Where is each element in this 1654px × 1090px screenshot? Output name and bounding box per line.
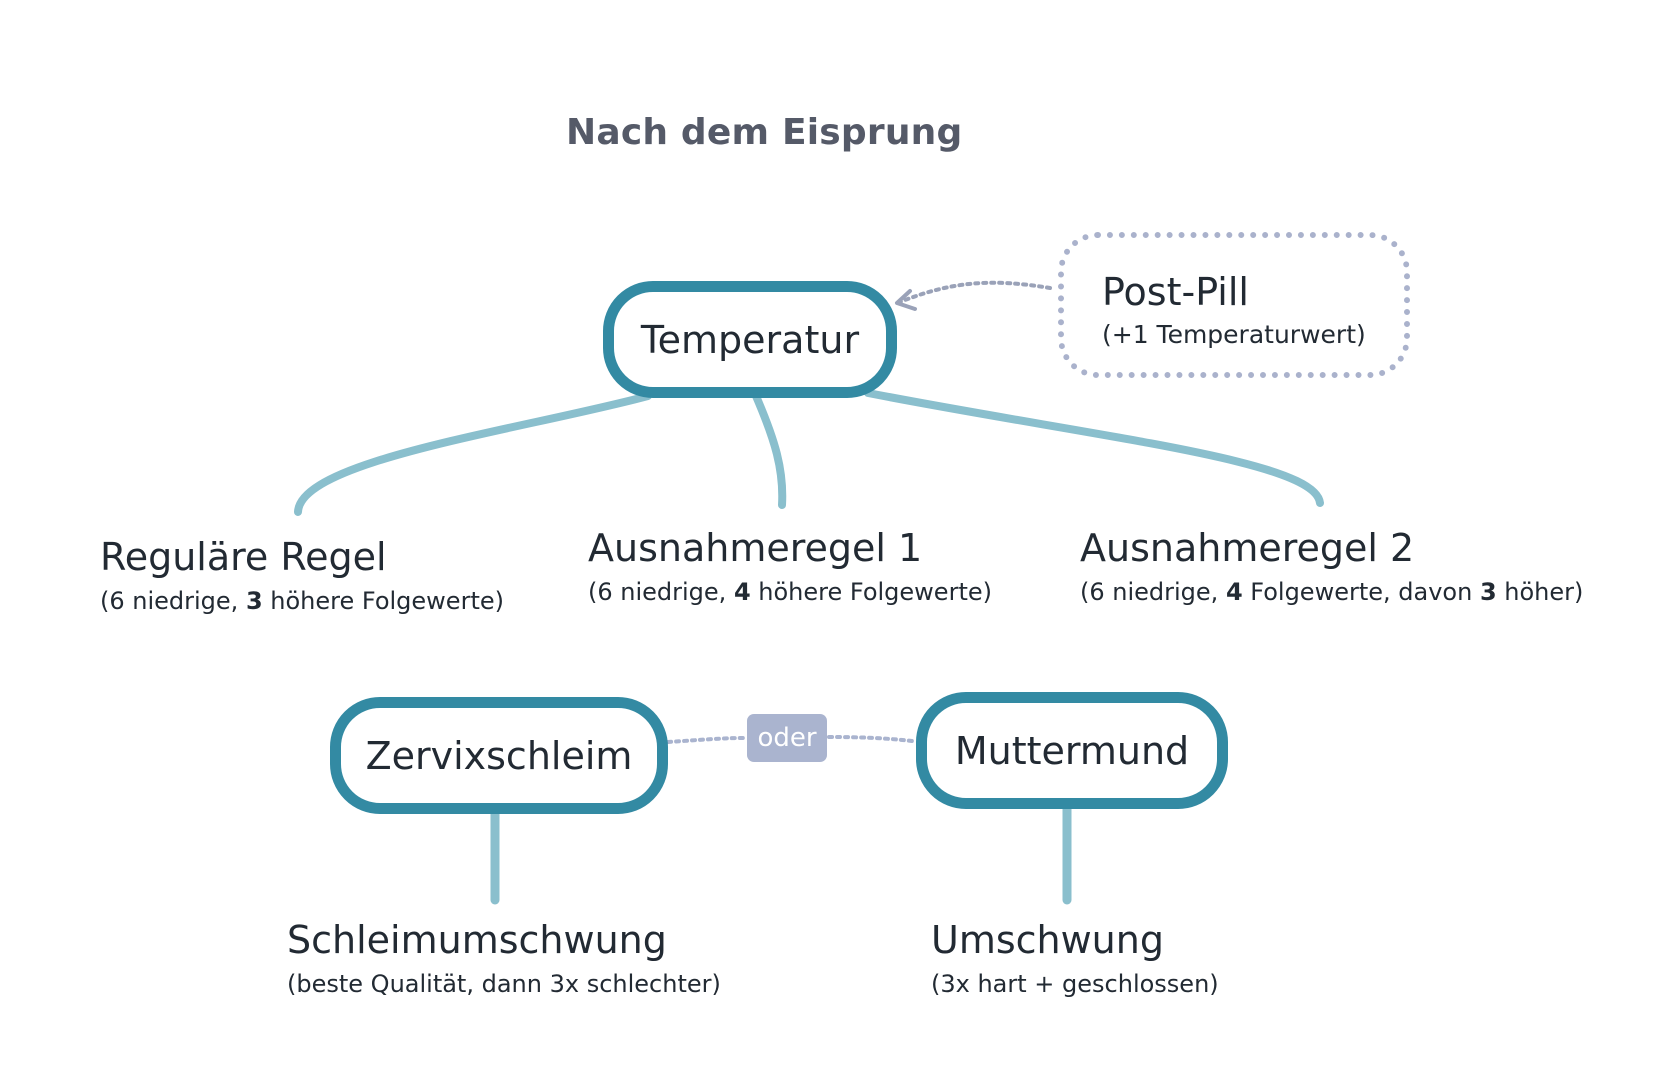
node-muttermund: Muttermund — [916, 692, 1228, 809]
dotted-arrow-postpill-temperatur — [898, 280, 1052, 304]
rule-title: Ausnahmeregel 2 — [1080, 526, 1415, 570]
post-pill-subtitle: (+1 Temperaturwert) — [1102, 320, 1366, 349]
oder-badge: oder — [747, 714, 827, 762]
rule-description: (3x hart + geschlossen) — [931, 970, 1219, 998]
post-pill-title: Post-Pill — [1102, 270, 1249, 314]
connector-temperatur-regulaer — [294, 392, 652, 516]
rule-ausnahmeregel-1: Ausnahmeregel 1 (6 niedrige, 4 höhere Fo… — [588, 526, 992, 606]
rule-description: (6 niedrige, 4 Folgewerte, davon 3 höher… — [1080, 578, 1584, 606]
diagram-title: Nach dem Eisprung — [566, 112, 963, 153]
rule-title: Reguläre Regel — [100, 535, 387, 579]
rule-title: Umschwung — [931, 918, 1164, 962]
rule-description: (beste Qualität, dann 3x schlechter) — [287, 970, 721, 998]
connector-temperatur-ausnahme1 — [752, 392, 787, 509]
connector-temperatur-ausnahme2 — [864, 389, 1324, 507]
dotted-line-zervix-oder — [666, 736, 747, 744]
rule-description: (6 niedrige, 3 höhere Folgewerte) — [100, 587, 504, 615]
rule-title: Ausnahmeregel 1 — [588, 526, 923, 570]
node-temperatur: Temperatur — [603, 281, 897, 398]
dotted-line-oder-muttermund — [827, 735, 914, 743]
rule-description: (6 niedrige, 4 höhere Folgewerte) — [588, 578, 992, 606]
rule-ausnahmeregel-2: Ausnahmeregel 2 (6 niedrige, 4 Folgewert… — [1080, 526, 1583, 606]
rule-umschwung: Umschwung (3x hart + geschlossen) — [931, 918, 1219, 998]
rule-regulaere-regel: Reguläre Regel (6 niedrige, 3 höhere Fol… — [100, 535, 504, 615]
post-pill-box: Post-Pill (+1 Temperaturwert) — [1058, 232, 1410, 378]
rule-title: Schleimumschwung — [287, 918, 667, 962]
arrowhead-icon — [895, 289, 917, 311]
node-zervixschleim: Zervixschleim — [330, 697, 668, 814]
rule-schleimumschwung: Schleimumschwung (beste Qualität, dann 3… — [287, 918, 721, 998]
